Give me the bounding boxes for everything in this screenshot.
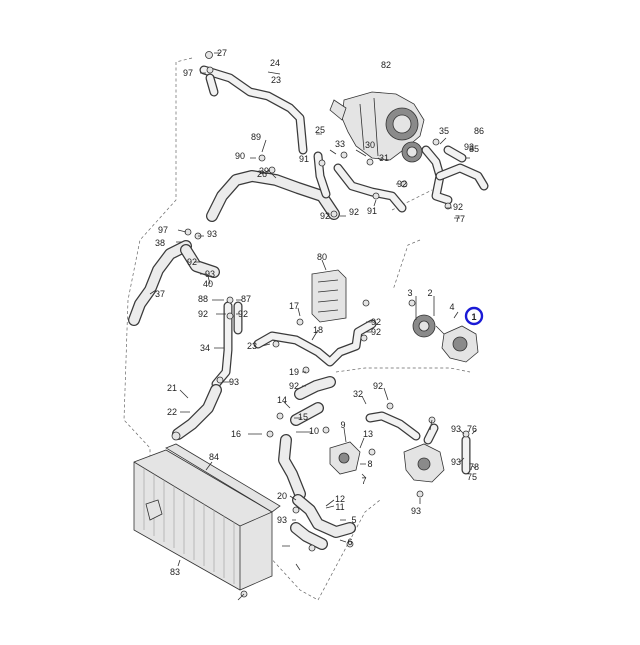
turbocharger [329,91,425,163]
part-label-31: 31 [379,153,389,163]
part-label-6: 6 [347,537,352,547]
part-label-14: 14 [277,395,287,405]
part-label-20: 20 [277,491,287,501]
hose-21-22 [172,384,222,440]
part-label-92a: 92 [397,179,407,189]
part-label-97a: 97 [183,68,193,78]
part-label-15: 15 [298,412,308,422]
hose-37 [128,240,192,326]
hose-39 [206,170,340,222]
hose-40 [180,244,220,278]
lower-hoses [290,494,356,550]
part-label-24: 24 [270,58,280,68]
part-label-92b: 92 [320,211,330,221]
pipe-34 [211,301,243,389]
part-label-92g: 92 [238,309,248,319]
part-label-2: 2 [427,288,432,298]
part-label-97b: 97 [158,225,168,235]
part-label-86: 86 [474,126,484,136]
part-label-82: 82 [381,60,391,70]
part-label-12: 12 [335,494,345,504]
part-label-38: 38 [155,238,165,248]
part-label-23b: 23 [247,341,257,351]
part-label-10: 10 [309,426,319,436]
part-label-80: 80 [317,252,327,262]
part-label-27a: 27 [217,48,227,58]
part-label-78: 78 [469,462,479,472]
part-label-93c: 93 [205,269,215,279]
part-label-13: 13 [363,429,373,439]
part-label-18: 18 [313,325,323,335]
water-pump-assembly [412,314,479,363]
pipe-18 [253,319,377,367]
part-label-92e: 92 [187,257,197,267]
part-label-32: 32 [353,389,363,399]
part-label-84: 84 [209,452,219,462]
part-label-39: 39 [259,166,269,176]
part-label-35: 35 [439,126,449,136]
part-label-92j: 92 [289,381,299,391]
part-label-93h: 93 [277,515,287,525]
part-label-92f: 92 [198,309,208,319]
part-label-5: 5 [351,515,356,525]
part-label-17: 17 [289,301,299,311]
part-label-7: 7 [361,476,366,486]
part-label-22: 22 [167,407,177,417]
coolant-flange-pipe [365,411,471,483]
part-label-93b: 93 [207,229,217,239]
part-label-8: 8 [367,459,372,469]
part-label-23a: 23 [271,75,281,85]
part-label-77: 77 [455,214,465,224]
part-label-90: 90 [235,151,245,161]
part-label-91a: 91 [299,154,309,164]
radiator [133,443,281,591]
part-label-11: 11 [335,502,344,512]
part-label-1[interactable]: 1 [471,312,476,322]
part-label-93d: 93 [229,377,239,387]
part-label-37: 37 [155,289,165,299]
pipe-19 [278,376,336,500]
part-label-93a: 93 [464,142,474,152]
coolant-expansion-tank [311,269,347,323]
clamps-and-bolts [171,51,470,598]
part-label-89: 89 [251,132,261,142]
part-label-33: 33 [335,139,345,149]
part-label-30: 30 [365,140,375,150]
part-label-19: 19 [289,367,299,377]
part-label-91b: 91 [367,206,377,216]
part-label-9: 9 [340,420,345,430]
part-label-93e: 93 [451,424,461,434]
part-label-92c: 92 [349,207,359,217]
part-label-40: 40 [203,279,213,289]
thermostat-housing [329,441,361,475]
part-label-92d: 92 [453,202,463,212]
part-label-92k: 92 [373,381,383,391]
part-label-93f: 93 [451,457,461,467]
assembly-boundary [123,57,471,601]
part-label-75: 75 [467,472,477,482]
part-label-88: 88 [198,294,208,304]
highlighted-callout-ring[interactable] [464,306,484,326]
part-label-16: 16 [231,429,241,439]
part-label-34: 34 [200,343,210,353]
part-label-85: 85 [469,144,479,154]
part-label-25: 25 [315,125,325,135]
upper-coolant-pipe [199,65,308,155]
part-label-76: 76 [467,424,477,434]
part-label-92h: 92 [371,317,381,327]
part-label-87: 87 [241,294,251,304]
part-label-4: 4 [449,302,454,312]
part-label-93g: 93 [411,506,421,516]
part-label-21: 21 [167,383,177,393]
part-label-83: 83 [170,567,180,577]
part-label-26: 26 [257,169,267,179]
part-label-92i: 92 [371,327,381,337]
leader-lines [149,52,477,601]
part-label-3: 3 [407,288,412,298]
turbo-coolant-return-pipe [421,145,489,205]
